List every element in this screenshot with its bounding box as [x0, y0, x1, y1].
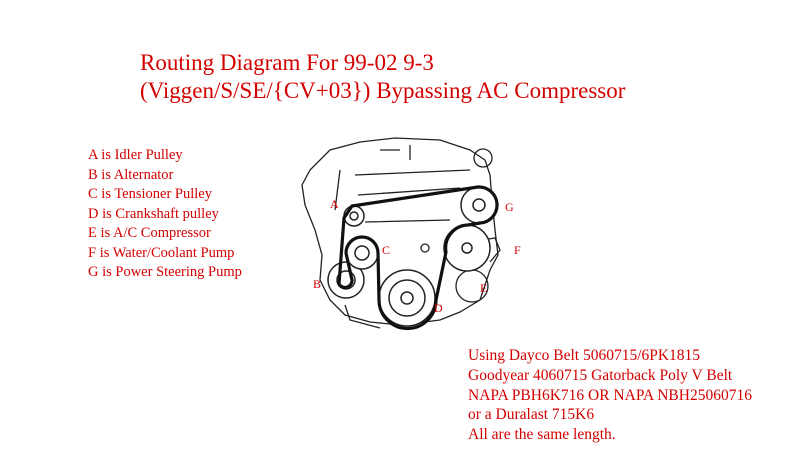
note-line: NAPA PBH6K716 OR NAPA NBH25060716 [468, 386, 752, 404]
diagram-title-line-1: Routing Diagram For 99-02 9-3 [140, 50, 434, 75]
legend-item-b: B is Alternator [88, 166, 174, 183]
label-d: D [434, 301, 443, 315]
legend-item-d: D is Crankshaft pulley [88, 205, 219, 222]
note-line: or a Duralast 715K6 [468, 406, 595, 424]
legend-item-c: C is Tensioner Pulley [88, 186, 212, 202]
belt-part-notes: Using Dayco Belt 5060715/6PK1815 Goodyea… [468, 346, 752, 445]
note-line: All are the same length. [468, 426, 616, 444]
label-a: A [330, 197, 339, 211]
note-line: Goodyear 4060715 Gatorback Poly V Belt [468, 366, 733, 384]
pulleys [327, 186, 498, 327]
label-e: E [480, 281, 487, 295]
serpentine-belt [337, 185, 499, 331]
label-c: C [382, 243, 390, 257]
note-line: Using Dayco Belt 5060715/6PK1815 [468, 347, 701, 364]
legend-item-g: G is Power Steering Pump [88, 264, 242, 280]
legend-item-e: E is A/C Compressor [88, 225, 211, 241]
label-f: F [514, 243, 521, 257]
label-g: G [505, 200, 514, 214]
legend-item-a: A is Idler Pulley [88, 147, 183, 163]
diagram-title-line-2: (Viggen/S/SE/{CV+03}) Bypassing AC Compr… [140, 78, 626, 103]
legend-item-f: F is Water/Coolant Pump [88, 244, 235, 261]
pulley-legend: A is Idler Pulley B is Alternator C is T… [88, 146, 242, 283]
label-b: B [313, 277, 321, 291]
